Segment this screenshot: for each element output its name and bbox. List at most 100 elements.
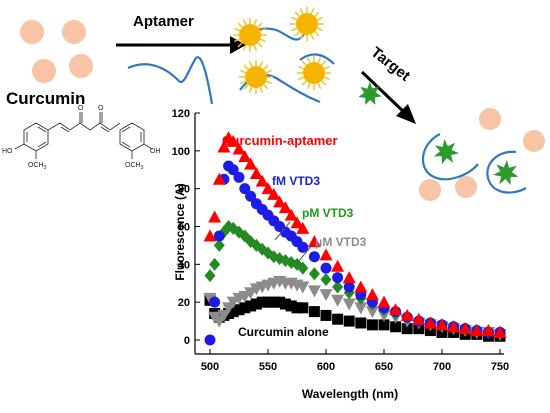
y-tick-label: 80 xyxy=(178,184,190,196)
data-point xyxy=(209,296,221,308)
sun-ray xyxy=(317,57,322,64)
data-point xyxy=(423,316,437,329)
data-point xyxy=(331,294,345,307)
sun-ray xyxy=(314,11,320,17)
sun-curcumin xyxy=(297,56,331,90)
data-point xyxy=(297,302,309,314)
sun-ray xyxy=(314,31,320,37)
data-point xyxy=(377,295,391,308)
data-point xyxy=(435,318,449,331)
chain-double-bond xyxy=(60,126,70,133)
data-point xyxy=(332,313,344,325)
data-point xyxy=(378,319,390,331)
sun-ray xyxy=(234,27,241,32)
curcumin-dot xyxy=(32,59,56,83)
curcumin-structure xyxy=(14,112,153,159)
methoxy-label-left: OCH3 xyxy=(28,162,47,171)
data-point xyxy=(238,150,252,163)
sun-ray xyxy=(291,16,298,21)
sun-ray xyxy=(316,16,323,21)
sun-curcumin xyxy=(233,18,267,52)
data-point xyxy=(400,308,414,321)
series-triangle xyxy=(203,131,507,338)
sun-ray xyxy=(306,82,311,89)
data-point xyxy=(285,300,297,312)
hydroxyl-bond-right xyxy=(143,143,153,150)
curcumin-dot xyxy=(419,179,441,201)
data-point xyxy=(209,257,221,271)
sun-ray xyxy=(310,33,315,40)
sun-ray xyxy=(323,65,330,70)
data-point xyxy=(233,171,245,183)
data-point xyxy=(213,238,225,252)
ring-double-bond xyxy=(37,126,47,133)
data-point xyxy=(401,323,413,335)
sun-ray xyxy=(316,27,323,32)
sun-ray xyxy=(243,84,249,90)
sun-ray xyxy=(299,33,304,40)
data-point xyxy=(481,324,495,337)
sun-ray xyxy=(240,80,247,85)
chain-double-bond xyxy=(100,126,110,133)
data-point xyxy=(365,306,379,319)
x-tick-label: 650 xyxy=(375,361,393,373)
data-point xyxy=(233,304,245,316)
x-axis-label: Wavelength (nm) xyxy=(302,387,398,401)
x-tick-label: 600 xyxy=(317,361,335,373)
data-point xyxy=(256,296,268,308)
data-point xyxy=(245,190,257,202)
data-point xyxy=(217,140,231,153)
sun-ray xyxy=(323,76,330,81)
hydroxyl-label-left: HO xyxy=(2,148,13,155)
data-point xyxy=(203,229,217,242)
curcumin-dot xyxy=(479,108,501,130)
data-point xyxy=(296,281,310,294)
sun-ray xyxy=(298,65,305,70)
x-tick-label: 700 xyxy=(433,361,451,373)
target-star xyxy=(358,82,382,105)
data-point xyxy=(343,281,355,293)
sun-ray xyxy=(237,22,243,28)
ring-double-bond xyxy=(121,126,131,133)
data-point xyxy=(232,142,246,155)
x-tick-label: 500 xyxy=(201,361,219,373)
sun-core xyxy=(303,62,325,84)
data-point xyxy=(308,306,320,318)
aptamer-curcumin-complex xyxy=(233,7,335,104)
sun-ray xyxy=(298,76,305,81)
sun-ray xyxy=(257,22,263,28)
data-point xyxy=(291,302,303,314)
aptamer-label: Aptamer xyxy=(133,13,194,30)
data-point xyxy=(245,300,257,312)
data-point xyxy=(274,296,286,308)
aptamer-arrow xyxy=(116,36,246,54)
sun-curcumin xyxy=(290,7,324,41)
sun-curcumin-group xyxy=(233,7,331,94)
bound-aptamer-strand xyxy=(422,133,479,181)
bound-target-star xyxy=(433,139,459,165)
data-point xyxy=(297,261,309,275)
sun-ray xyxy=(253,44,258,51)
data-point xyxy=(307,235,321,248)
y-tick-label: 0 xyxy=(184,335,190,347)
sun-ray xyxy=(306,57,311,64)
leader-line xyxy=(297,243,314,263)
data-point xyxy=(262,296,274,308)
sun-ray xyxy=(317,82,322,89)
complex-strand xyxy=(299,53,335,65)
series-label: Curcumin-aptamer xyxy=(222,133,338,148)
aptamer-target-complex xyxy=(422,133,527,194)
sun-ray xyxy=(259,38,266,43)
y-tick-label: 20 xyxy=(178,297,190,309)
methoxy-label-right: OCH3 xyxy=(125,162,144,171)
sun-ray xyxy=(259,86,264,93)
data-point xyxy=(267,187,281,200)
curcumin-dot xyxy=(62,20,86,44)
data-point xyxy=(319,248,333,261)
data-point xyxy=(204,269,216,283)
data-point xyxy=(226,134,240,147)
data-point xyxy=(390,321,402,333)
structure-atom-labels: O O HO OCH3 OH OCH3 xyxy=(2,105,161,171)
